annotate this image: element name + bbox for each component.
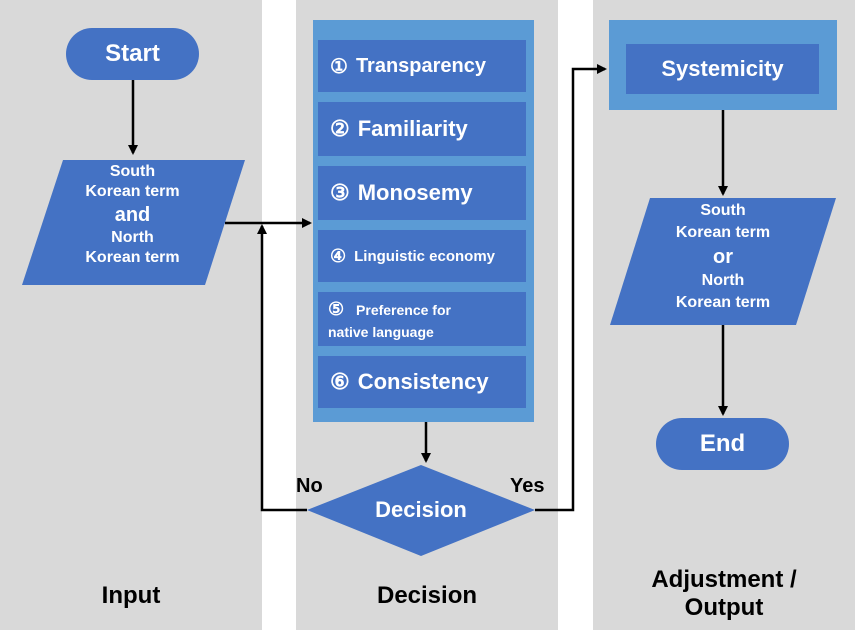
criterion-label-line2: native language [328,323,434,340]
input-line-north: North [111,229,154,246]
criterion-label: Preference for [356,301,451,318]
lane-label-adjustment: Adjustment / [651,566,797,593]
lane-input [0,0,262,630]
end-terminator [656,418,789,470]
output-line-korean-term-1: Korean term [675,224,771,241]
arrow-no-loop [257,224,307,512]
output-line-korean-term-2: Korean term [675,294,771,311]
criterion-label: Consistency [357,369,489,394]
criterion-monosemy: ③ Monosemy [318,166,526,220]
lane-label-input: Input [101,582,161,609]
criterion-consistency: ⑥ Consistency [318,356,526,408]
input-line-korean-term-2: Korean term [85,249,180,266]
output-text: South Korean term or North Korean term [630,200,816,314]
systemicity-box [626,44,819,94]
lane-label-output: Output [684,594,764,621]
criterion-label-row: ⑤ Preference for [328,299,451,320]
criterion-number: ③ [330,180,350,205]
lane-label-adjustment-output: Adjustment / Output [593,566,855,622]
criterion-native-language: ⑤ Preference for native language [318,292,526,346]
systemicity-label: Systemicity [661,56,784,81]
criterion-number: ⑤ [328,298,345,319]
input-parallelogram [22,160,245,285]
criterion-label: Transparency [355,54,487,77]
input-line-korean-term-1: Korean term [85,183,180,200]
criterion-familiarity: ② Familiarity [318,102,526,156]
criterion-number: ⑥ [330,369,350,394]
criterion-linguistic-economy: ④ Linguistic economy [318,230,526,282]
output-line-or: or [713,246,733,268]
no-label: No [296,475,323,497]
input-line-south: South [109,163,156,180]
lane-label-decision: Decision [376,582,478,609]
output-line-south: South [700,202,746,219]
criterion-number: ① [330,55,348,78]
criterion-label: Monosemy [357,180,473,205]
criterion-label: Linguistic economy [354,247,495,265]
input-line-and: and [114,204,151,226]
start-label: Start [105,40,160,67]
decision-label: Decision [375,497,467,522]
criterion-number: ④ [330,245,347,266]
output-line-north: North [701,272,745,289]
start-terminator [66,28,199,80]
yes-label: Yes [510,475,545,497]
arrow-yes-to-systemicity [535,64,607,512]
criterion-label: Familiarity [357,116,468,141]
criterion-transparency: ① Transparency [318,40,526,92]
decision-diamond [307,465,535,556]
output-parallelogram [610,198,836,325]
end-label: End [699,430,746,457]
criterion-number: ② [330,116,350,141]
input-text: South Korean term and North Korean term [40,162,225,268]
